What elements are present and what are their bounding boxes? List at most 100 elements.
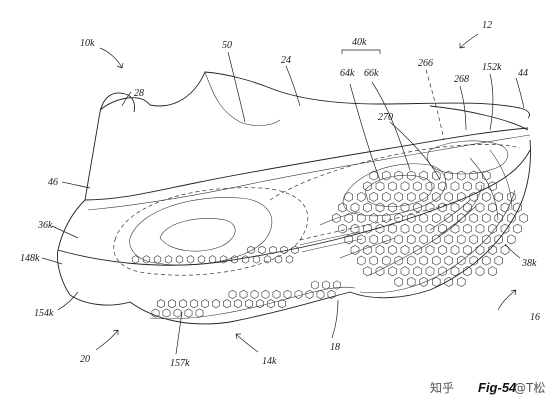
hex-cell [272, 289, 281, 299]
hex-cell [269, 245, 277, 255]
hex-cell [400, 245, 410, 255]
hex-cell [239, 289, 248, 299]
hex-cell [228, 289, 237, 299]
hex-cell [413, 181, 422, 192]
hex-cell [488, 245, 497, 255]
hex-cell [131, 255, 140, 264]
hex-cell [457, 255, 466, 266]
hex-cell [488, 202, 497, 213]
hex-cell [316, 289, 325, 299]
hex-cell [357, 213, 366, 224]
hex-cell [388, 266, 397, 277]
hex-cell [369, 191, 378, 202]
hex-cell [457, 234, 466, 245]
hex-cell [375, 202, 385, 213]
hex-cell [350, 223, 360, 234]
hex-cell [469, 255, 478, 266]
hex-cell [432, 170, 441, 181]
hex-cell [350, 245, 360, 255]
hex-cell [469, 191, 478, 202]
hex-cell [444, 191, 453, 202]
reference-labels: 10k 50 24 40k 64k 66k 266 268 152k 44 12… [20, 20, 540, 369]
watermark-author: @T松 [514, 381, 545, 395]
ref-16: 16 [530, 312, 540, 323]
ref-44: 44 [518, 68, 528, 79]
hex-cell [388, 223, 397, 234]
hex-cell [419, 276, 428, 287]
hex-cell [450, 181, 460, 192]
hex-cell [500, 202, 510, 213]
hex-cell [407, 255, 416, 266]
hex-cell [413, 202, 422, 213]
hex-cell [234, 299, 242, 309]
hex-cell [507, 213, 516, 224]
hex-cell [438, 245, 447, 255]
hex-cell [432, 234, 441, 245]
hex-cell [482, 255, 491, 266]
hex-cell [400, 266, 410, 277]
hex-cell [382, 255, 391, 266]
hex-cell [357, 234, 366, 245]
hex-cell [463, 181, 472, 192]
hex-cell [208, 255, 217, 264]
hex-cell [425, 245, 435, 255]
hex-cell [475, 245, 485, 255]
hex-cell [413, 245, 422, 255]
hex-cell [375, 223, 385, 234]
hex-cell [450, 245, 460, 255]
ref-157k: 157k [170, 358, 190, 369]
ref-38k: 38k [521, 258, 537, 269]
hex-cell [494, 191, 503, 202]
hex-cell [375, 245, 385, 255]
hex-cell [494, 234, 503, 245]
hex-cell [245, 299, 253, 309]
hex-cell [230, 255, 239, 264]
hex-cell [457, 170, 466, 181]
hex-cell [250, 289, 259, 299]
hex-cell [363, 245, 372, 255]
hex-cell [305, 289, 314, 299]
hex-cell [344, 234, 353, 245]
hex-cell [394, 276, 403, 287]
hex-cell [419, 255, 428, 266]
hex-cell [482, 170, 491, 181]
hex-cell [400, 223, 410, 234]
ref-12: 12 [482, 20, 492, 31]
hex-cell [333, 280, 341, 290]
hex-cell [344, 213, 353, 224]
hex-cell [482, 234, 491, 245]
hex-cell [267, 299, 275, 309]
hex-cell [400, 181, 410, 192]
hex-cell [201, 299, 209, 309]
ref-40k: 40k [352, 37, 367, 48]
hex-cell [500, 245, 510, 255]
hex-cell [175, 255, 184, 264]
figure-label: Fig-54 [478, 380, 517, 395]
ref-266: 266 [418, 58, 433, 69]
hex-cell [186, 255, 195, 264]
hex-cell [438, 266, 447, 277]
hex-cell [394, 213, 403, 224]
hex-cell [394, 234, 403, 245]
hex-cell [280, 245, 288, 255]
hex-cell [425, 181, 435, 192]
hex-cell [407, 170, 416, 181]
hex-cell [475, 266, 485, 277]
hex-cell [444, 170, 453, 181]
hex-cell [258, 245, 266, 255]
hex-cell [425, 266, 435, 277]
hex-cell [375, 181, 385, 192]
hex-cell [488, 266, 497, 277]
hex-cell [241, 255, 250, 264]
hex-cell [469, 170, 478, 181]
hex-cell [450, 223, 460, 234]
hex-cell [507, 191, 516, 202]
hex-cell [212, 299, 220, 309]
hex-cell [344, 191, 353, 202]
hex-cell [500, 223, 510, 234]
hex-cell [388, 202, 397, 213]
hex-cell [444, 213, 453, 224]
hex-cell [444, 255, 453, 266]
ref-152k: 152k [482, 62, 502, 73]
hex-cell [197, 255, 206, 264]
